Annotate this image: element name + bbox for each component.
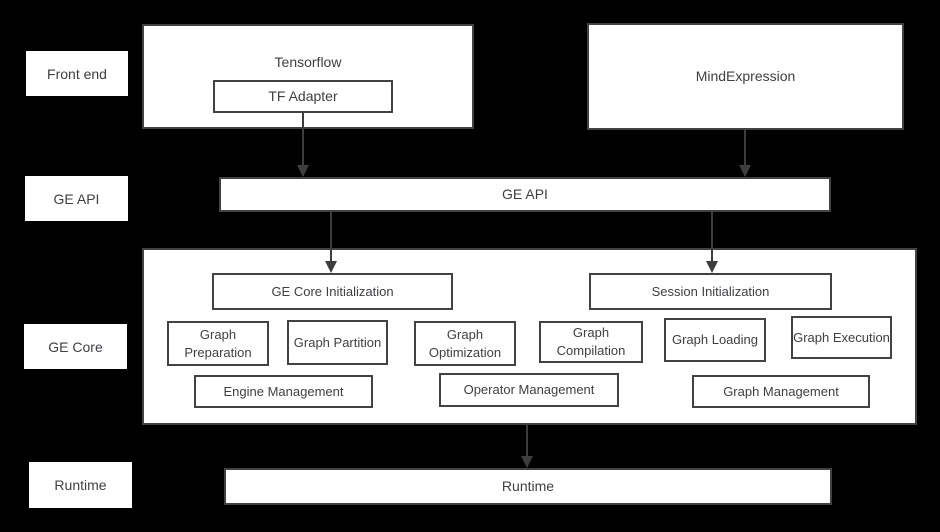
arrow-down-tf-adapter-to-ge-api-icon [297, 113, 309, 177]
mindexpression-box: MindExpression [587, 23, 904, 130]
operator-management-label: Operator Management [463, 382, 595, 398]
graph-partition-label: Graph Partition [293, 334, 382, 350]
row-label-ge-core-text: GE Core [48, 338, 103, 355]
tensorflow-label: Tensorflow [274, 54, 342, 70]
graph-optimization-label: Graph Optimization [428, 326, 502, 360]
row-label-ge-api-text: GE API [53, 190, 100, 207]
session-initialization-box: Session Initialization [589, 273, 832, 310]
graph-preparation-box: Graph Preparation [167, 321, 269, 366]
graph-compilation-box: Graph Compilation [539, 321, 643, 363]
arrow-down-ge-api-to-session-initialization-icon [706, 212, 718, 273]
runtime-bar: Runtime [224, 468, 832, 505]
graph-partition-box: Graph Partition [287, 320, 388, 365]
graph-loading-label: Graph Loading [671, 332, 758, 348]
graph-execution-box: Graph Execution [791, 316, 892, 359]
graph-compilation-label: Graph Compilation [556, 325, 626, 358]
row-label-ge-api: GE API [25, 176, 128, 221]
graph-loading-box: Graph Loading [664, 318, 766, 362]
ge-core-initialization-box: GE Core Initialization [212, 273, 453, 310]
arrow-down-ge-core-to-runtime-icon [521, 425, 533, 468]
engine-management-label: Engine Management [223, 383, 344, 399]
ge-api-bar: GE API [219, 177, 831, 212]
graph-execution-label: Graph Execution [793, 329, 890, 345]
engine-management-box: Engine Management [194, 375, 373, 408]
mindexpression-label: MindExpression [695, 68, 796, 85]
session-initialization-label: Session Initialization [651, 283, 770, 299]
ge-api-bar-label: GE API [502, 186, 548, 203]
row-label-ge-core: GE Core [24, 324, 127, 369]
graph-management-box: Graph Management [692, 375, 870, 408]
tf-adapter-label: TF Adapter [268, 88, 338, 105]
ge-core-initialization-label: GE Core Initialization [271, 283, 394, 299]
arrow-down-mindexpression-to-ge-api-icon [739, 130, 751, 177]
row-label-front-end-text: Front end [47, 65, 107, 82]
runtime-bar-label: Runtime [501, 478, 555, 495]
row-label-runtime: Runtime [29, 462, 132, 508]
row-label-runtime-text: Runtime [54, 477, 107, 493]
row-label-front-end: Front end [26, 51, 128, 96]
graph-management-label: Graph Management [723, 383, 839, 399]
tf-adapter-box: TF Adapter [213, 80, 393, 113]
graph-preparation-label: Graph Preparation [184, 326, 252, 360]
arrow-down-ge-api-to-ge-core-initialization-icon [325, 212, 337, 273]
operator-management-box: Operator Management [439, 373, 619, 407]
graph-optimization-box: Graph Optimization [414, 321, 516, 366]
